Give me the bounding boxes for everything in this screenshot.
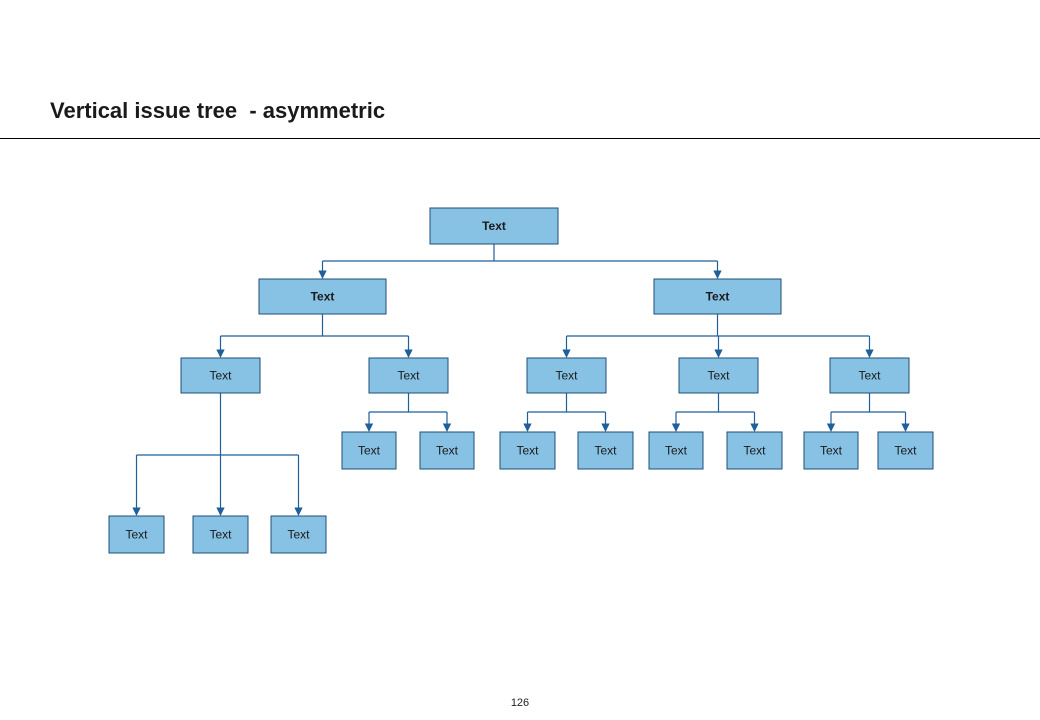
tree-node-label: Text bbox=[287, 528, 310, 542]
tree-node-box bbox=[180, 357, 261, 394]
tree-node-0-1-0: Text bbox=[341, 431, 397, 470]
tree-node-1-1-1: Text bbox=[726, 431, 783, 470]
tree-node-box bbox=[108, 515, 165, 554]
tree-node-1-2: Text bbox=[829, 357, 910, 394]
tree-node-0-0-2: Text bbox=[270, 515, 327, 554]
tree-node-1-2-0: Text bbox=[803, 431, 859, 470]
tree-node-label: Text bbox=[743, 444, 766, 458]
tree-node-label: Text bbox=[706, 290, 730, 304]
tree-node-label: Text bbox=[311, 290, 335, 304]
tree-node-box bbox=[258, 278, 387, 315]
tree-node-0-0-1: Text bbox=[192, 515, 249, 554]
tree-node-box bbox=[877, 431, 934, 470]
connectors-layer bbox=[132, 244, 910, 516]
tree-node-label: Text bbox=[665, 444, 688, 458]
tree-node-label: Text bbox=[209, 528, 232, 542]
tree-node-0: Text bbox=[258, 278, 387, 315]
tree-node-label: Text bbox=[482, 219, 506, 233]
tree-node-label: Text bbox=[594, 444, 617, 458]
tree-node-box bbox=[429, 207, 559, 245]
tree-node-box bbox=[270, 515, 327, 554]
page-title: Vertical issue tree - asymmetric bbox=[50, 98, 386, 123]
tree-node-box bbox=[192, 515, 249, 554]
tree-node-box bbox=[829, 357, 910, 394]
tree-node-label: Text bbox=[436, 444, 459, 458]
tree-node-1: Text bbox=[653, 278, 782, 315]
tree-node-label: Text bbox=[707, 369, 730, 383]
tree-node-0-1: Text bbox=[368, 357, 449, 394]
tree-node-label: Text bbox=[894, 444, 917, 458]
tree-node-label: Text bbox=[820, 444, 843, 458]
tree-node-box bbox=[419, 431, 475, 470]
tree-node-label: Text bbox=[125, 528, 148, 542]
tree-node-1-1-0: Text bbox=[648, 431, 704, 470]
tree-node-0-0-0: Text bbox=[108, 515, 165, 554]
tree-node-label: Text bbox=[516, 444, 539, 458]
tree-node-box bbox=[577, 431, 634, 470]
tree-node-box bbox=[653, 278, 782, 315]
title-divider bbox=[0, 138, 1040, 139]
page-number: 126 bbox=[510, 697, 530, 709]
tree-node-label: Text bbox=[555, 369, 578, 383]
tree-node-label: Text bbox=[397, 369, 420, 383]
tree-node-box bbox=[678, 357, 759, 394]
tree-node-box bbox=[499, 431, 556, 470]
tree-node-root: Text bbox=[429, 207, 559, 245]
tree-node-box bbox=[648, 431, 704, 470]
tree-node-label: Text bbox=[209, 369, 232, 383]
tree-node-1-2-1: Text bbox=[877, 431, 934, 470]
tree-node-1-0-0: Text bbox=[499, 431, 556, 470]
tree-node-box bbox=[341, 431, 397, 470]
tree-node-box bbox=[368, 357, 449, 394]
tree-node-1-1: Text bbox=[678, 357, 759, 394]
tree-node-0-0: Text bbox=[180, 357, 261, 394]
tree-node-label: Text bbox=[858, 369, 881, 383]
tree-node-label: Text bbox=[358, 444, 381, 458]
tree-node-box bbox=[803, 431, 859, 470]
tree-node-1-0-1: Text bbox=[577, 431, 634, 470]
tree-node-box bbox=[526, 357, 607, 394]
tree-node-box bbox=[726, 431, 783, 470]
tree-node-1-0: Text bbox=[526, 357, 607, 394]
tree-node-0-1-1: Text bbox=[419, 431, 475, 470]
